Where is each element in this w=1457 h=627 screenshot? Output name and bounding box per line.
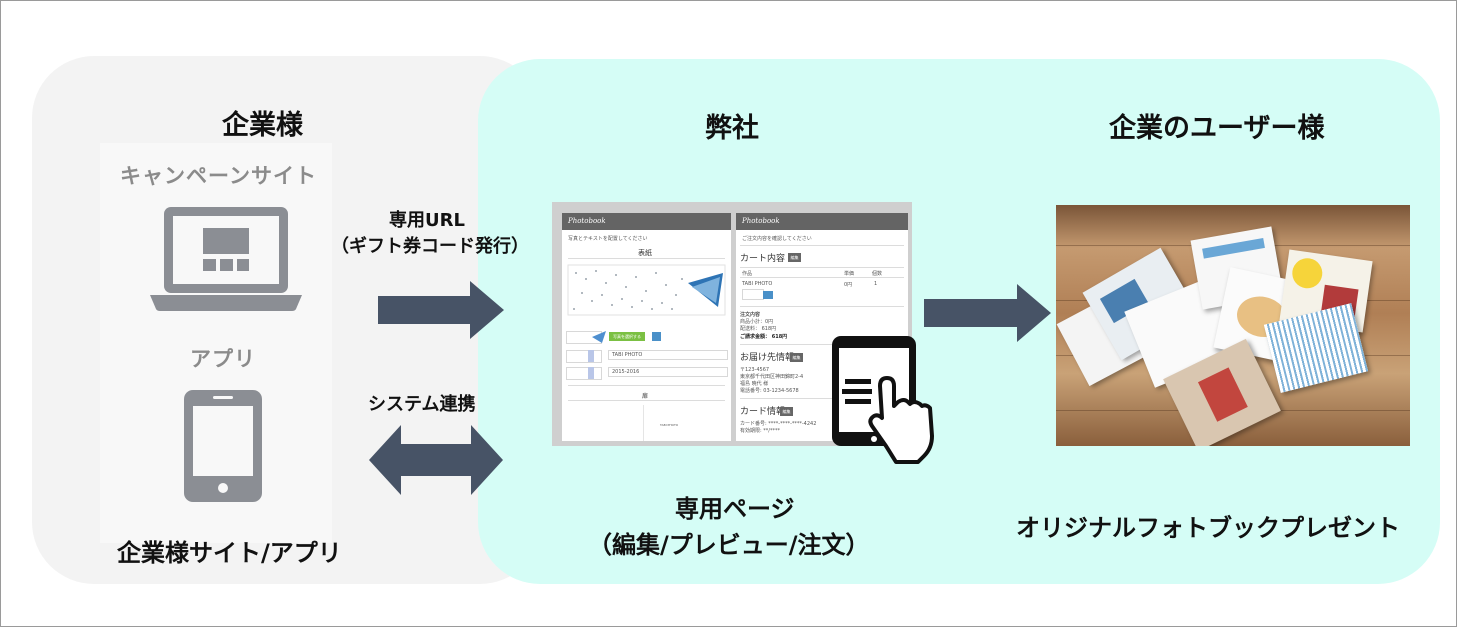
cart-item-name: TABI PHOTO [742,281,773,287]
provider-title: 弊社 [705,113,759,144]
cart-col-item: 作品 [742,271,753,277]
editor-notice: 写真とテキストを配置してください [568,236,648,242]
cart-col-qty: 個数 [872,271,883,277]
order-notice: ご注文内容を確認してください [742,236,812,242]
order-total: ご請求金額： 618円 [740,334,788,340]
arrow-right-icon [378,281,504,339]
dedicated-page-caption: 専用ページ [675,495,795,523]
photo-thumb [652,332,661,341]
inner-page-heading: 扉 [642,393,649,400]
company-title: 企業様 [222,110,303,141]
tablet-tap-icon [832,336,934,464]
shipping-heading: お届け先情報 [740,353,795,363]
cart-item-qty: 1 [874,281,878,287]
field-title: TABI PHOTO [612,352,643,358]
shipping-tel: 電話番号: 03-1234-5678 [740,388,799,394]
field-date: 2015-2016 [612,369,640,375]
cart-item-price: 0円 [844,282,853,288]
editor-cover-heading: 表紙 [638,249,652,257]
inner-page-title: TABI PHOTO [660,423,679,427]
editor-pane: Photobook 写真とテキストを配置してください 表紙 写真を選択する TA… [562,213,731,441]
card-edit-button[interactable]: 編集 [780,407,793,416]
dedicated-page-screenshot: Photobook 写真とテキストを配置してください 表紙 写真を選択する TA… [552,202,912,446]
cart-edit-button[interactable]: 編集 [788,253,801,262]
order-heading: 注文内容 [740,312,761,318]
shipping-name: 福島 暁代 様 [740,381,769,387]
photobook-photo [1056,205,1410,446]
arrow-right-icon [924,284,1051,342]
dedicated-page-subcaption: （編集/プレビュー/注文） [588,531,870,559]
cart-heading: カート内容 [740,254,786,264]
select-photo-button[interactable]: 写真を選択する [609,332,645,341]
laptop-icon [150,207,302,311]
cover-preview [567,264,726,316]
cart-col-price: 単価 [844,271,855,277]
card-number: カード番号: ****-****-****-4242 [740,421,817,427]
shipping-zip: 〒123-4567 [740,367,770,373]
company-site-app-label: 企業様サイト/アプリ [117,539,342,567]
order-subtotal: 商品小計：0円 [740,319,774,325]
shipping-address: 東京都千代田区神田錦町2-4 [740,374,804,380]
tiny-triangle-icon [592,331,606,343]
system-link-label: システム連携 [368,394,476,415]
order-shipping: 配送料： 618円 [740,326,777,332]
campaign-site-label: キャンペーンサイト [120,164,317,188]
photobook-present-caption: オリジナルフォトブックプレゼント [1016,514,1400,542]
dedicated-url-label: 専用URL [389,210,465,231]
app-label: アプリ [190,347,256,371]
double-arrow-icon [369,425,503,495]
card-expiry: 有効期限: **/**** [740,428,780,434]
shipping-edit-button[interactable]: 編集 [790,353,803,362]
gift-code-label: （ギフト券コード発行） [331,236,529,257]
order-brand: Photobook [736,213,908,230]
editor-brand: Photobook [562,213,731,230]
users-title: 企業のユーザー様 [1109,113,1325,144]
card-heading: カード情報 [740,407,786,417]
smartphone-icon [184,390,262,502]
